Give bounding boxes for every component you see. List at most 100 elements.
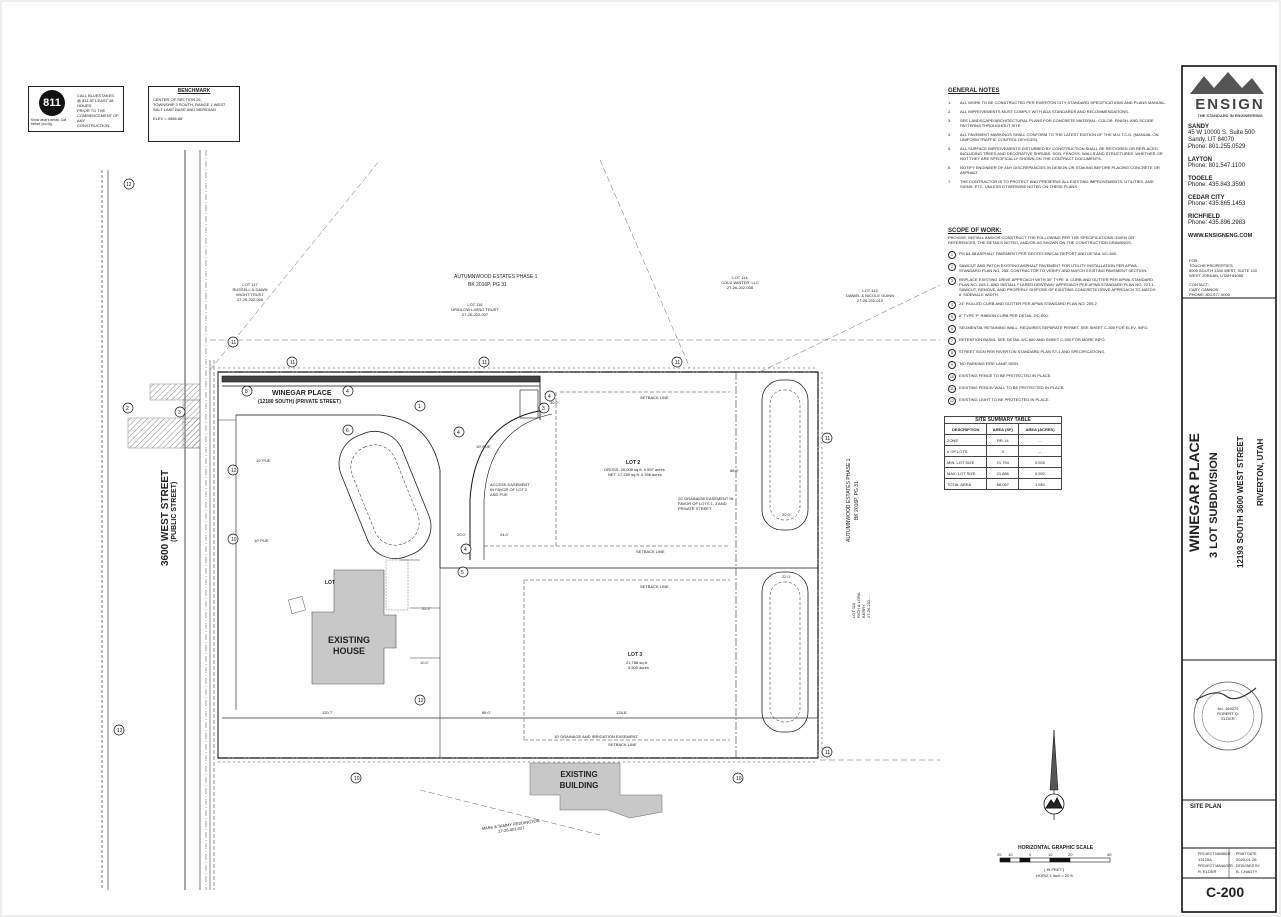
project-manager-label: PROJECT MANAGER [1198, 864, 1233, 868]
office-name: RICHFIELD [1188, 214, 1220, 220]
summary-header-cell: AREA (ACRES) [1018, 423, 1062, 435]
winegar-place-street [221, 375, 818, 710]
setback-label-2: SETBACK LINE [636, 549, 665, 554]
general-note-number: 4. [948, 132, 952, 137]
client-line: CONTACT: [1189, 282, 1209, 287]
company-tagline: THE STANDARD IN ENGINEERING [1197, 113, 1263, 118]
summary-header-cell: DESCRIPTION [943, 423, 988, 435]
general-notes-title: GENERAL NOTES [948, 88, 1000, 94]
scope-item-number: 2 [948, 263, 956, 271]
scope-item-text: SAWCUT AND PATCH EXISTING ASPHALT PAVEME… [959, 263, 1148, 273]
designed-by: B. CHADTY [1236, 869, 1258, 874]
scope-item-number: 1 [948, 251, 956, 259]
property-boundary [217, 371, 819, 759]
scope-item-number: 11 [948, 385, 956, 393]
scope-item-number: 8 [948, 349, 956, 357]
general-note-number: 5. [948, 146, 952, 151]
general-note-item: 1.ALL WORK TO BE CONSTRUCTED PER RIVERTO… [948, 100, 1166, 105]
lot3-acres: 0.500 acres [628, 665, 649, 670]
client-line: TOUCHE PROPERTIES [1189, 263, 1233, 268]
ensign-block: ENSIGN THE STANDARD IN ENGINEERING SANDY… [1188, 96, 1272, 240]
general-note-text: THE CONTRACTOR IS TO PROTECT AND PRESERV… [960, 179, 1154, 189]
access-easement-note: ACCESS EASEMENT IN FAVOR OF LOT 2 AND PU… [490, 482, 530, 497]
ensign-logo-mark [1190, 72, 1264, 94]
dim-label: 128.8' [616, 710, 627, 715]
general-note-number: 1. [948, 100, 952, 105]
scope-item-text: 'NO PARKING FIRE LANE' SIGN. [959, 361, 1020, 366]
setback-label-4: SETBACK LINE [608, 742, 637, 747]
engineer-seal [1193, 681, 1263, 751]
benchmark-title: BENCHMARK [177, 88, 211, 94]
svg-text:11: 11 [825, 436, 830, 442]
winegar-place-sub: (12180 SOUTH) (PRIVATE STREET) [258, 399, 341, 405]
scope-item-text: RETENTION BASIN. SEE DETAIL 5/C-600 AND … [959, 337, 1106, 342]
scope-item-text: SEGMENTAL RETAINING WALL. REQUIRES SEPAR… [959, 325, 1149, 330]
scope-of-work: SCOPE OF WORK: PROVIDE, INSTALL AND/OR C… [948, 228, 1158, 409]
graphic-scale-bar [999, 857, 1111, 863]
summary-cell: 1.561 [1018, 478, 1062, 490]
lot3-label: LOT 3 [628, 652, 643, 658]
general-note-item: 7. THE CONTRACTOR IS TO PROTECT AND PRESE… [948, 179, 1166, 189]
svg-text:4: 4 [346, 389, 349, 395]
summary-cell: ZONE [943, 434, 988, 446]
summary-cell: MIN. LOT SIZE [943, 456, 988, 468]
svg-text:12: 12 [418, 698, 424, 704]
street-3600-west-label: 3600 WEST STREET [160, 469, 171, 566]
scale-unit: ( IN FEET ) [1044, 867, 1065, 872]
office-line: Phone: 435.843.3590 [1188, 182, 1246, 188]
summary-cell: 0.500 [1018, 456, 1062, 468]
scope-item-number: 3 [948, 277, 956, 285]
call-811-box: 811 Know what's below. Call before you d… [28, 86, 124, 132]
benchmark-text: CENTER OF SECTION 26, TOWNSHIP 3 SOUTH, … [153, 97, 226, 121]
office-name: SANDY [1188, 124, 1210, 130]
svg-text:11: 11 [231, 340, 236, 346]
811-logo-caption: Know what's below. Call before you dig. [31, 118, 67, 126]
drainage-irrigation-note: 10' DRAINAGE AND IRRIGATION EASEMENT [554, 734, 638, 739]
summary-cell: # OF LOTS [943, 445, 988, 457]
dim-label: 20.0' [457, 532, 466, 537]
existing-house-shape [288, 559, 409, 685]
dim-label: 20.0' [782, 512, 791, 517]
client-line: FOR: [1189, 258, 1199, 263]
scope-item-text: EXISTING FENCE TO BE PROTECTED IN PLACE. [959, 373, 1052, 378]
project-number: 13120A [1198, 857, 1212, 862]
dim-label: 120.7' [322, 710, 333, 715]
scope-item-number: 9 [948, 361, 956, 369]
project-title-2: 3 LOT SUBDIVISION [1208, 452, 1220, 558]
summary-cell: -- [1018, 445, 1062, 457]
office-line: Phone: 801.547.1100 [1188, 163, 1245, 169]
general-note-item: 2.ALL IMPROVEMENTS MUST COMPLY WITH ADA … [948, 109, 1166, 114]
callouts: 12 11 11 11 11 11 11 2 3 8 4 1 6 4 3 4 4… [113, 178, 833, 784]
summary-cell: TOTAL AREA [943, 478, 988, 490]
summary-cell: 68,057 [986, 478, 1020, 490]
street-3600-west [101, 150, 215, 890]
svg-text:10: 10 [736, 776, 742, 782]
scope-title: SCOPE OF WORK: [948, 228, 1002, 234]
pue-label-1: 10' PUE [256, 458, 271, 463]
general-notes-list: 1.ALL WORK TO BE CONSTRUCTED PER RIVERTO… [948, 100, 1166, 189]
svg-text:11: 11 [825, 750, 830, 756]
print-date: 2020-01-28 [1236, 857, 1257, 862]
general-note-number: 7. [948, 179, 952, 184]
summary-cell: -- [1018, 434, 1062, 446]
scope-item-text: PG 64-58 ASPHALT PAVEMENT PER GEOTECHNIC… [959, 251, 1118, 256]
north-arrow [1043, 729, 1065, 820]
dim-label: 22.2' [422, 606, 431, 611]
summary-header-cell: AREA (SF) [986, 423, 1020, 435]
dim-label: 86.0' [482, 710, 491, 715]
project-number-label: PROJECT NUMBER [1198, 852, 1231, 856]
client-line: PHONE: 801.577.0000 [1189, 292, 1230, 297]
svg-text:4: 4 [464, 547, 467, 553]
svg-text:3: 3 [178, 410, 181, 416]
